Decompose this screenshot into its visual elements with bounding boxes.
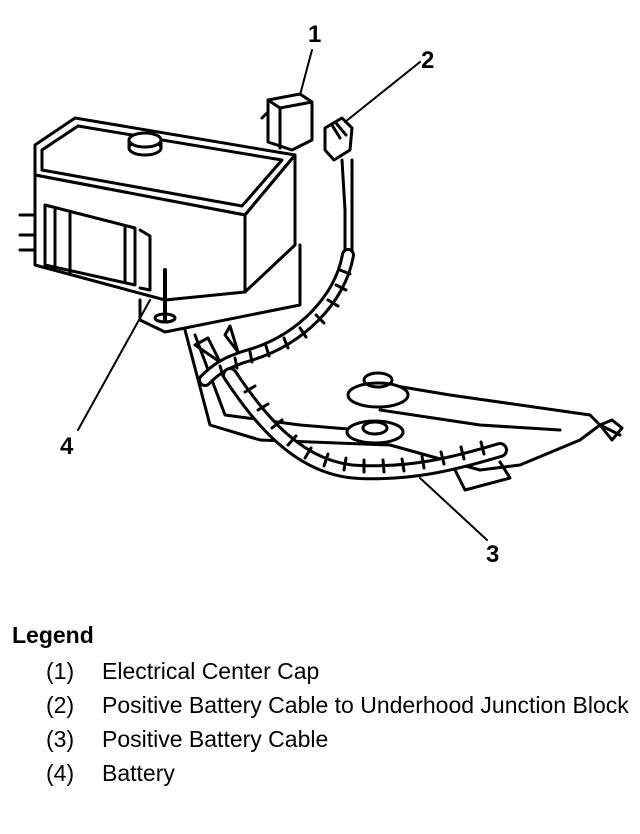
callout-3: 3 (486, 541, 499, 568)
callout-1: 1 (308, 21, 321, 48)
legend-item-text: Electrical Center Cap (102, 658, 320, 684)
legend-item-text: Battery (102, 760, 175, 786)
legend-item: (2) Positive Battery Cable to Underhood … (12, 691, 632, 719)
legend-item-number: (4) (46, 760, 75, 786)
cable-3 (222, 367, 508, 481)
legend-item-number: (3) (46, 726, 75, 752)
legend-item-number: (2) (46, 692, 75, 718)
callout-2: 2 (421, 47, 434, 74)
legend: Legend (1) Electrical Center Cap (2) Pos… (12, 622, 632, 793)
legend-title: Legend (12, 622, 94, 648)
leader-2 (344, 61, 421, 123)
electrical-center-cap (260, 92, 314, 152)
legend-item: (3) Positive Battery Cable (12, 725, 632, 753)
cable-2 (198, 248, 355, 387)
battery-tray (138, 243, 624, 492)
legend-item: (1) Electrical Center Cap (12, 657, 632, 685)
junction-terminal (323, 116, 354, 262)
battery (18, 116, 297, 324)
leader-4 (77, 299, 151, 431)
legend-item-number: (1) (46, 658, 75, 684)
callout-4: 4 (60, 433, 74, 460)
legend-item-text: Positive Battery Cable to Underhood Junc… (102, 692, 629, 718)
leader-3 (419, 477, 488, 541)
legend-item: (4) Battery (12, 759, 632, 787)
battery-cable-diagram: 1 2 3 4 (18, 21, 624, 568)
leader-1 (299, 49, 313, 96)
legend-item-text: Positive Battery Cable (102, 726, 329, 752)
